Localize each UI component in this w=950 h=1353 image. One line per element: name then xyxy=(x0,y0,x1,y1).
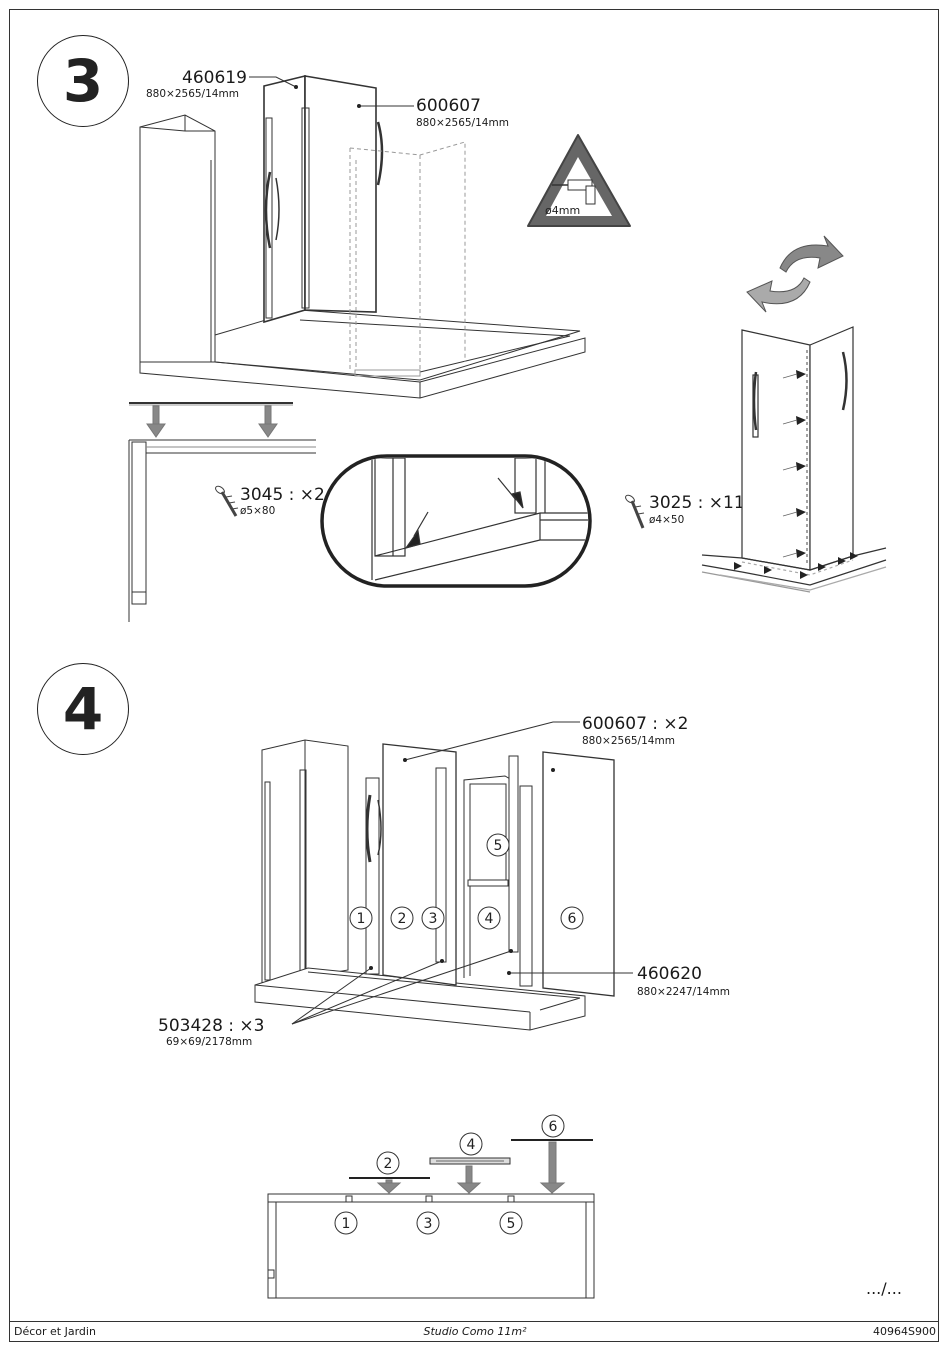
plan-marker-6: 6 xyxy=(549,1119,558,1135)
marker-2-label: 2 xyxy=(398,911,407,927)
continuation-mark: .../... xyxy=(866,1279,902,1298)
marker-3-label: 3 xyxy=(429,911,438,927)
footer-reference: 40964S900 xyxy=(873,1325,936,1338)
marker-5-label: 5 xyxy=(494,838,503,854)
marker-6-label: 6 xyxy=(568,911,577,927)
footer-divider xyxy=(9,1321,939,1322)
marker-1-label: 1 xyxy=(357,911,366,927)
plan-marker-5: 5 xyxy=(507,1216,516,1232)
marker-4-label: 4 xyxy=(485,911,494,927)
plan-marker-3: 3 xyxy=(424,1216,433,1232)
plan-view: 2 4 6 1 3 5 xyxy=(268,1115,594,1298)
plan-marker-1: 1 xyxy=(342,1216,351,1232)
plan-marker-2: 2 xyxy=(384,1156,393,1172)
footer-product: Studio Como 11m² xyxy=(0,1325,950,1338)
plan-marker-4: 4 xyxy=(467,1137,476,1153)
